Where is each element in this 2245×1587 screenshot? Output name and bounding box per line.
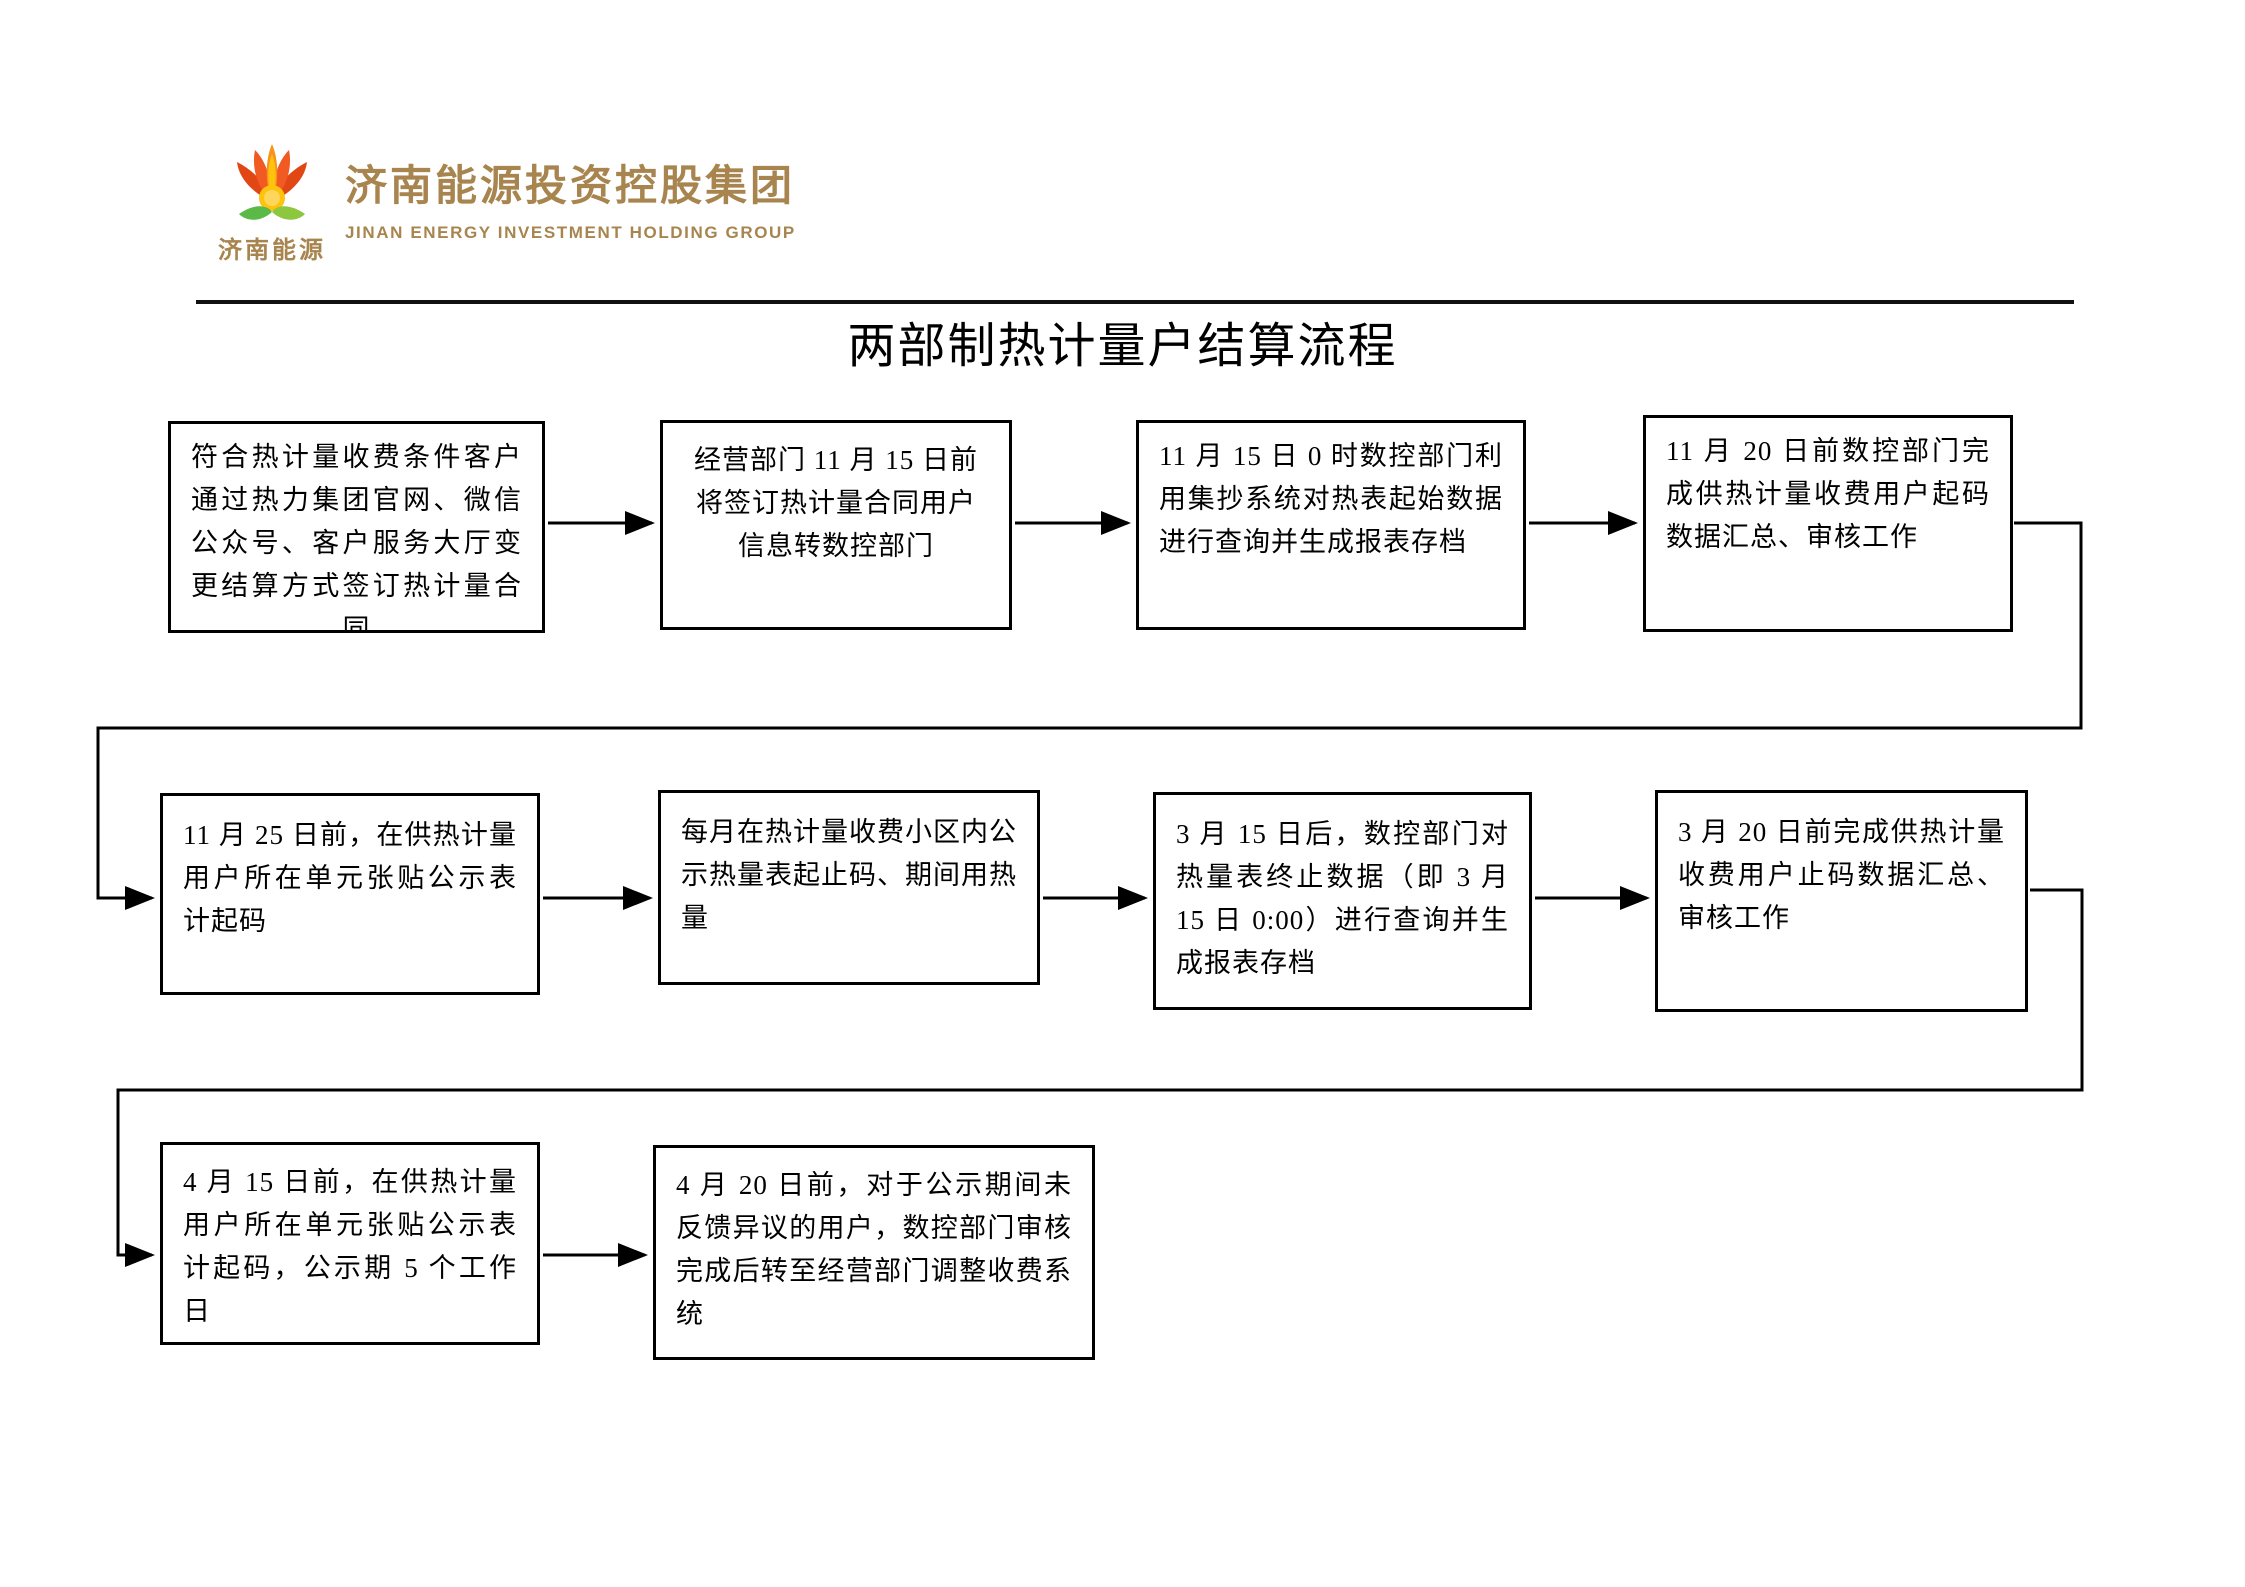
flow-step-4: 11 月 20 日前数控部门完成供热计量收费用户起码数据汇总、审核工作 [1643, 415, 2013, 632]
flow-step-10: 4 月 20 日前，对于公示期间未反馈异议的用户，数控部门审核完成后转至经营部门… [653, 1145, 1095, 1360]
flow-step-7: 3 月 15 日后，数控部门对热量表终止数据（即 3 月 15 日 0:00）进… [1153, 792, 1532, 1010]
logo-caption: 济南能源 [218, 237, 326, 264]
flow-step-3: 11 月 15 日 0 时数控部门利用集抄系统对热表起始数据进行查询并生成报表存… [1136, 420, 1526, 630]
flow-step-8: 3 月 20 日前完成供热计量收费用户止码数据汇总、审核工作 [1655, 790, 2028, 1012]
flow-step-2: 经营部门 11 月 15 日前将签订热计量合同用户信息转数控部门 [660, 420, 1012, 630]
brand-block: 济南能源投资控股集团 JINAN ENERGY INVESTMENT HOLDI… [345, 152, 796, 243]
flow-step-9: 4 月 15 日前，在供热计量用户所在单元张贴公示表计起码，公示期 5 个工作日 [160, 1142, 540, 1345]
lotus-flower-icon [237, 144, 307, 220]
header-divider [196, 300, 2074, 304]
company-name-chinese: 济南能源投资控股集团 [345, 162, 796, 209]
flow-step-5: 11 月 25 日前，在供热计量用户所在单元张贴公示表计起码 [160, 793, 540, 995]
page-title: 两部制热计量户结算流程 [847, 320, 1398, 373]
flow-step-1: 符合热计量收费条件客户通过热力集团官网、微信公众号、客户服务大厅变更结算方式签订… [168, 421, 545, 633]
flow-step-6: 每月在热计量收费小区内公示热量表起止码、期间用热量 [658, 790, 1040, 985]
company-logo: 济南能源 [212, 140, 332, 265]
company-name-english: JINAN ENERGY INVESTMENT HOLDING GROUP [345, 223, 796, 242]
